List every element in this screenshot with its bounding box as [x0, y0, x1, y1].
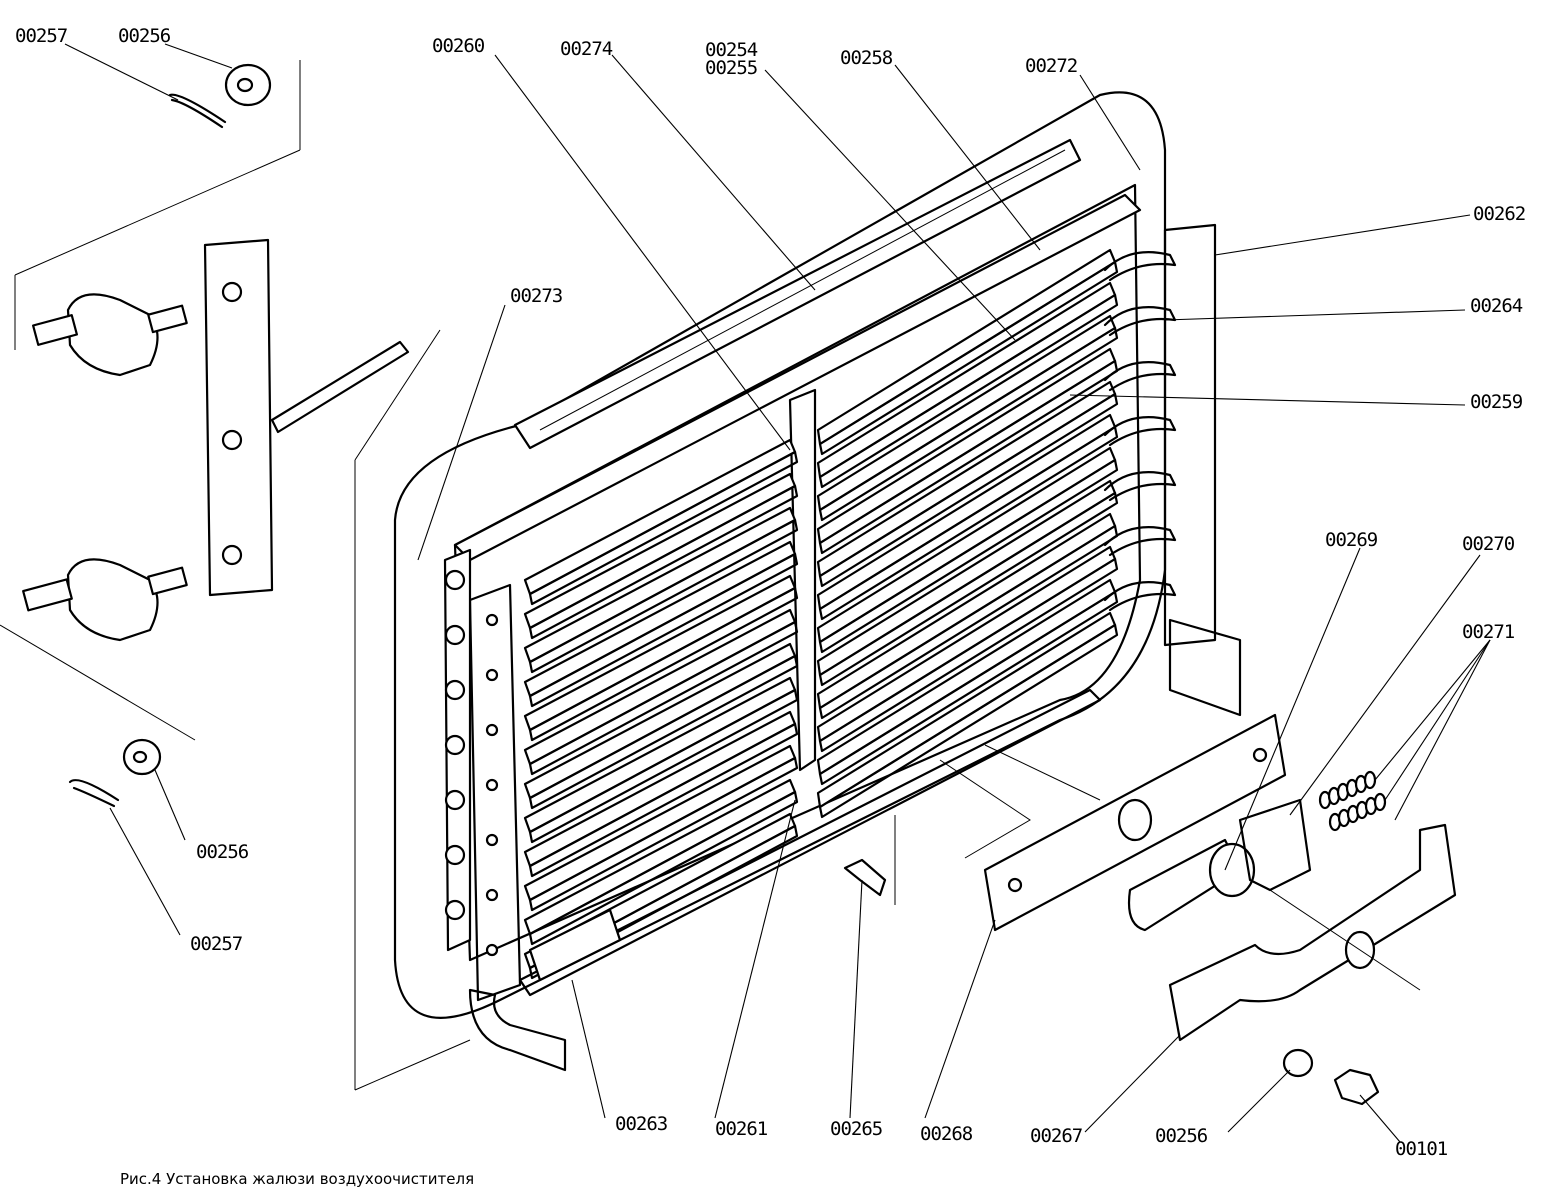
springs — [1318, 770, 1387, 832]
part-label: 00269 — [1325, 529, 1378, 551]
pivot-crank-top — [66, 293, 159, 377]
rivet — [485, 723, 499, 737]
centre-divider — [788, 388, 817, 772]
bolt-head — [444, 899, 466, 921]
rivet — [485, 613, 499, 627]
slat-shade — [528, 586, 799, 742]
frame-outer-panel — [393, 91, 1167, 1019]
part-label: 00272 — [1025, 55, 1077, 77]
slat-shade — [818, 260, 1119, 456]
right-side-bar — [1103, 223, 1242, 717]
slat-hook — [1103, 526, 1177, 557]
part-label: 00256 — [1155, 1125, 1208, 1147]
part-label: 00256 — [118, 25, 171, 47]
washer-nut-side — [1282, 1048, 1314, 1078]
slat-shade — [818, 392, 1119, 588]
exploded-right-parts — [843, 713, 1457, 1106]
slat-shade — [528, 450, 799, 606]
bottom-bar — [518, 688, 1102, 997]
spring-block — [1238, 798, 1312, 892]
slat-shade — [818, 623, 1119, 819]
part-label: 00254 — [705, 39, 758, 61]
slat-shade — [818, 491, 1119, 687]
rivet — [485, 668, 499, 682]
long-rod — [270, 340, 410, 434]
part-label: 00271 — [1462, 621, 1515, 643]
louvre-slats — [523, 248, 1119, 980]
part-label: 00265 — [830, 1118, 882, 1140]
slat-shade — [528, 654, 799, 810]
bolt-head — [444, 569, 466, 591]
part-labels: 00257 00256 00260 00274 00254 00255 0025… — [15, 25, 1526, 1160]
part-label: 00263 — [615, 1113, 668, 1135]
cotter-pin-top — [168, 93, 227, 129]
slat-shade — [528, 756, 799, 912]
part-label: 00264 — [1470, 295, 1523, 317]
rivet — [485, 888, 499, 902]
part-label: 00262 — [1473, 203, 1525, 225]
part-label: 00256 — [196, 841, 249, 863]
slat-shade — [818, 557, 1119, 753]
part-label: 00259 — [1470, 391, 1523, 413]
slat-shade — [528, 620, 799, 776]
part-label: 00261 — [715, 1118, 768, 1140]
part-label: 00257 — [190, 933, 243, 955]
screw — [843, 858, 887, 897]
slat-hook — [1103, 581, 1177, 612]
figure-caption: Рис.4 Установка жалюзи воздухоочистителя — [120, 1170, 475, 1188]
part-label: 00258 — [840, 47, 893, 69]
angle-bracket — [1168, 823, 1457, 1042]
bolt-head — [444, 679, 466, 701]
hinge-axis — [539, 149, 1066, 431]
part-label: 00268 — [920, 1123, 973, 1145]
part-label: 00257 — [15, 25, 68, 47]
hex-nut — [1333, 1068, 1380, 1106]
part-label: 00260 — [432, 35, 485, 57]
slat-shade — [818, 425, 1119, 621]
slat-shade — [818, 590, 1119, 786]
vertical-plate — [203, 238, 274, 597]
part-label: 00267 — [1030, 1125, 1083, 1147]
part-label: 00274 — [560, 38, 613, 60]
cotter-pin-bottom — [68, 779, 120, 808]
slat-hook — [1103, 416, 1177, 447]
slat-shade — [818, 458, 1119, 654]
pivot-crank-bottom — [66, 558, 159, 642]
slat-shade — [528, 790, 799, 946]
slat-shade — [528, 518, 799, 674]
slat-hook — [1103, 471, 1177, 502]
long-plate — [983, 713, 1287, 932]
slat-shade — [818, 293, 1119, 489]
part-label: 00101 — [1395, 1138, 1448, 1160]
rivet — [485, 833, 499, 847]
leader-lines — [64, 43, 1491, 1143]
slat-hook — [1103, 251, 1177, 282]
bolt-head — [444, 624, 466, 646]
slat-shade — [528, 484, 799, 640]
slat-hook — [1103, 306, 1177, 337]
bolt-head — [444, 789, 466, 811]
exploded-left-parts — [0, 60, 471, 1091]
bolt-head — [444, 734, 466, 756]
slat-shade — [528, 688, 799, 844]
u-bracket-left — [468, 988, 567, 1072]
rivet — [485, 943, 499, 957]
rivet — [485, 778, 499, 792]
part-label: 00273 — [510, 285, 563, 307]
part-label: 00270 — [1462, 533, 1515, 555]
slat-shade — [818, 326, 1119, 522]
slat-hook — [1103, 361, 1177, 392]
bolt-head — [444, 844, 466, 866]
slat-shade — [528, 552, 799, 708]
part-label: 00255 — [705, 57, 757, 79]
slat-shade — [528, 722, 799, 878]
left-side-bar — [443, 548, 522, 1002]
